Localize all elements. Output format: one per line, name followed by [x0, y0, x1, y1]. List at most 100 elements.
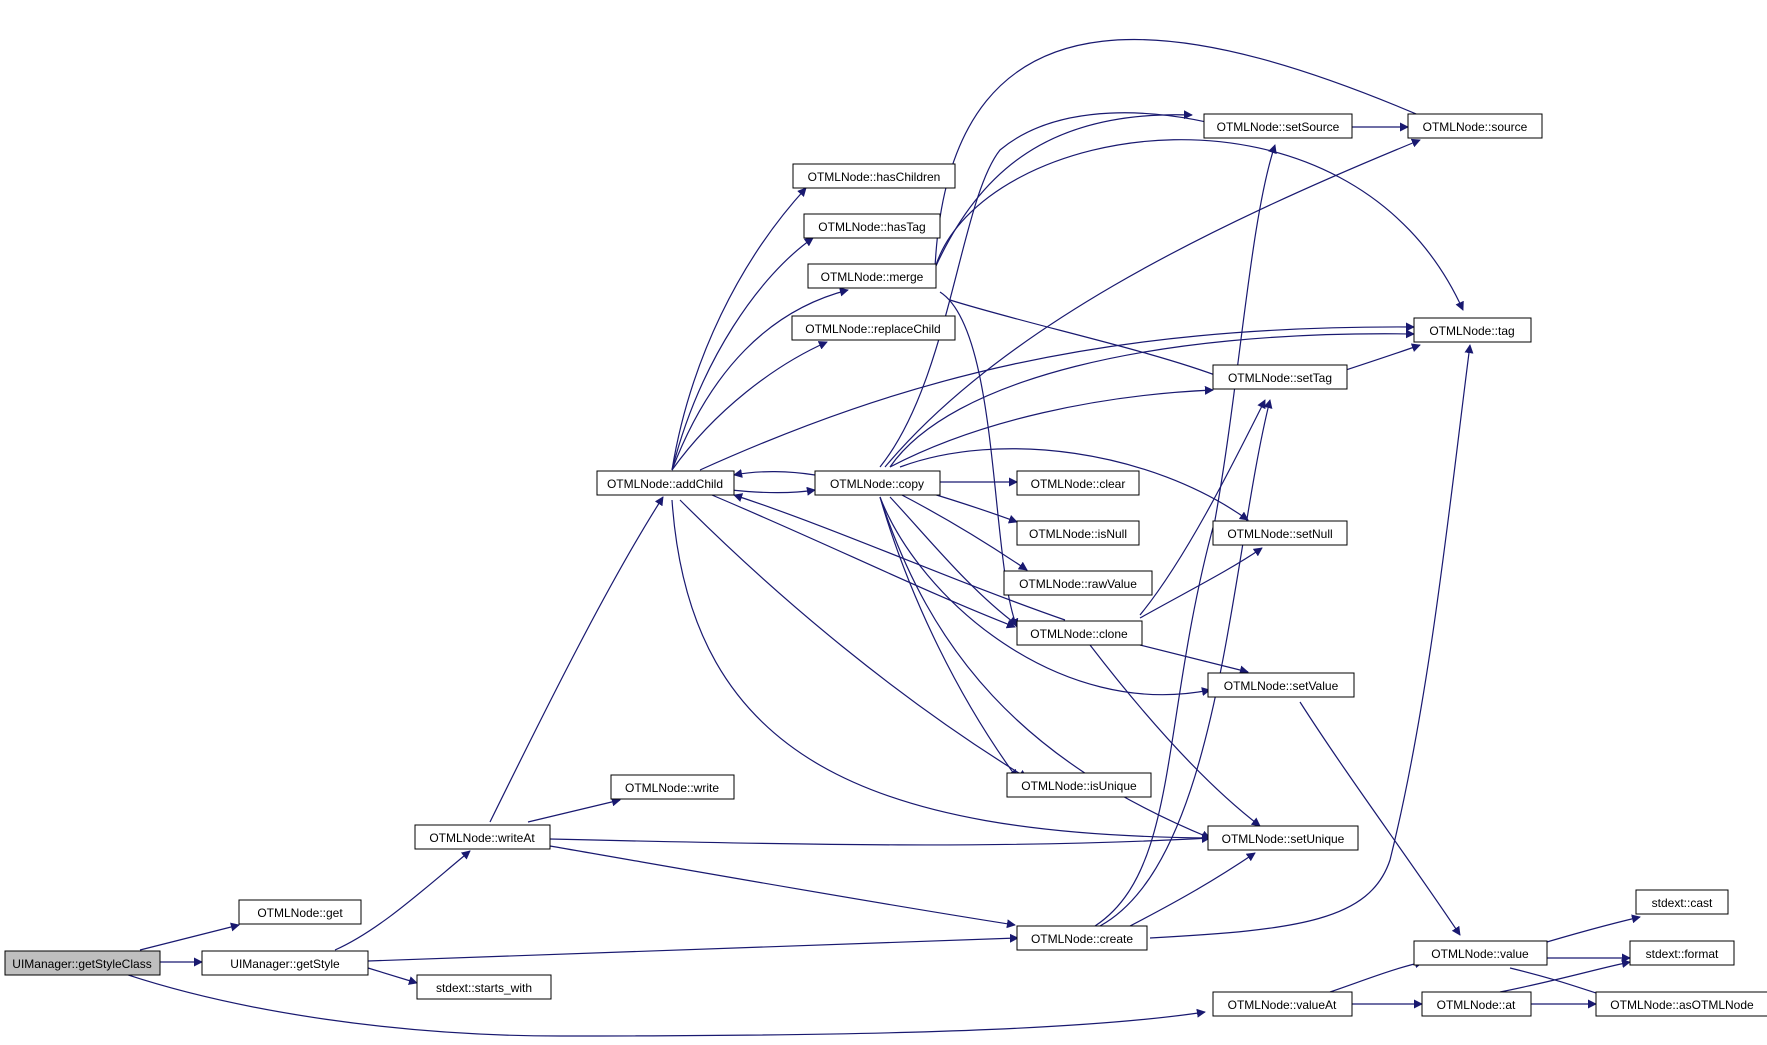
edge-clone-setTag — [1139, 399, 1266, 616]
svg-text:OTMLNode::writeAt: OTMLNode::writeAt — [429, 831, 535, 845]
svg-text:OTMLNode::asOTMLNode: OTMLNode::asOTMLNode — [1610, 998, 1754, 1012]
node-valueAt[interactable]: OTMLNode::valueAt — [1212, 991, 1353, 1017]
svg-text:OTMLNode::hasChildren: OTMLNode::hasChildren — [808, 170, 941, 184]
node-copy[interactable]: OTMLNode::copy — [814, 470, 941, 496]
edge-writeAt-write — [527, 797, 621, 823]
svg-text:OTMLNode::isNull: OTMLNode::isNull — [1029, 527, 1127, 541]
edge-copy-isUnique — [879, 496, 1018, 779]
svg-text:OTMLNode::addChild: OTMLNode::addChild — [607, 477, 723, 491]
svg-text:OTMLNode::clone: OTMLNode::clone — [1030, 627, 1128, 641]
node-isUnique[interactable]: OTMLNode::isUnique — [1006, 772, 1152, 798]
svg-text:OTMLNode::setValue: OTMLNode::setValue — [1224, 679, 1339, 693]
edge-create-setTag — [1099, 399, 1273, 927]
node-getStyle[interactable]: UIManager::getStyle — [201, 950, 369, 976]
svg-text:OTMLNode::valueAt: OTMLNode::valueAt — [1228, 998, 1337, 1012]
node-get[interactable]: OTMLNode::get — [238, 899, 362, 925]
node-setValue[interactable]: OTMLNode::setValue — [1207, 672, 1355, 698]
svg-text:OTMLNode::rawValue: OTMLNode::rawValue — [1019, 577, 1137, 591]
svg-text:OTMLNode::tag: OTMLNode::tag — [1429, 324, 1514, 338]
nodes-layer: UIManager::getStyleClass UIManager::getS… — [4, 113, 1767, 1017]
edge-addChild-copy — [730, 486, 816, 496]
edge-merge-source — [934, 38, 1436, 269]
node-isNull[interactable]: OTMLNode::isNull — [1016, 520, 1140, 546]
edge-setValue-value — [1299, 701, 1461, 936]
edge-copy-setTag — [889, 385, 1214, 468]
edge-clone-setUnique — [1089, 644, 1261, 827]
svg-text:OTMLNode::setSource: OTMLNode::setSource — [1217, 120, 1340, 134]
node-value[interactable]: OTMLNode::value — [1413, 940, 1548, 966]
node-source[interactable]: OTMLNode::source — [1407, 113, 1543, 139]
svg-text:OTMLNode::get: OTMLNode::get — [257, 906, 343, 920]
node-addChild[interactable]: OTMLNode::addChild — [596, 470, 735, 496]
svg-text:stdext::format: stdext::format — [1646, 947, 1719, 961]
edge-addChild-hasTag — [671, 237, 814, 471]
svg-text:stdext::starts_with: stdext::starts_with — [436, 981, 532, 995]
edge-writeAt-create — [549, 845, 1016, 929]
node-setUnique[interactable]: OTMLNode::setUnique — [1207, 825, 1359, 851]
edge-copy-setNull — [899, 448, 1249, 521]
node-format[interactable]: stdext::format — [1629, 940, 1735, 966]
edge-copy-tag — [889, 329, 1415, 468]
svg-text:OTMLNode::setNull: OTMLNode::setNull — [1227, 527, 1332, 541]
edges-layer — [124, 38, 1641, 1037]
edge-clone-addChild — [733, 493, 1066, 621]
edge-addChild-clone — [699, 489, 1016, 629]
node-setTag[interactable]: OTMLNode::setTag — [1212, 364, 1348, 390]
edge-copy-rawValue — [899, 493, 1028, 571]
edge-writeAt-addChild — [489, 496, 664, 823]
edge-addChild-setUnique — [671, 499, 1211, 843]
edge-getStyle-create — [367, 933, 1019, 962]
edge-addChild-merge — [671, 287, 849, 471]
edge-addChild-isUnique — [679, 499, 1028, 779]
node-setNull[interactable]: OTMLNode::setNull — [1212, 520, 1348, 546]
svg-text:OTMLNode::hasTag: OTMLNode::hasTag — [818, 220, 925, 234]
edge-writeAt-setUnique — [549, 833, 1211, 846]
svg-text:OTMLNode::source: OTMLNode::source — [1423, 120, 1528, 134]
node-rawValue[interactable]: OTMLNode::rawValue — [1003, 570, 1153, 596]
edge-merge-setSource — [934, 110, 1193, 269]
edge-at-format — [1499, 959, 1631, 993]
node-cast[interactable]: stdext::cast — [1635, 889, 1729, 915]
node-clone[interactable]: OTMLNode::clone — [1016, 620, 1143, 646]
edge-clone-setNull — [1139, 547, 1263, 619]
edge-getStyleClass-get — [139, 922, 240, 951]
svg-text:OTMLNode::clear: OTMLNode::clear — [1031, 477, 1126, 491]
edge-setTag-tag — [1339, 343, 1421, 373]
svg-text:UIManager::getStyle: UIManager::getStyle — [230, 957, 340, 971]
edge-addChild-replaceChild — [671, 341, 828, 471]
node-at[interactable]: OTMLNode::at — [1421, 991, 1532, 1017]
node-writeAt[interactable]: OTMLNode::writeAt — [414, 824, 551, 850]
node-merge[interactable]: OTMLNode::merge — [807, 263, 937, 289]
node-create[interactable]: OTMLNode::create — [1016, 925, 1148, 951]
edge-copy-clone — [889, 496, 1018, 626]
node-hasTag[interactable]: OTMLNode::hasTag — [803, 213, 941, 239]
node-getStyleClass[interactable]: UIManager::getStyleClass — [4, 950, 161, 976]
svg-text:OTMLNode::replaceChild: OTMLNode::replaceChild — [805, 322, 940, 336]
node-setSource[interactable]: OTMLNode::setSource — [1203, 113, 1353, 139]
svg-text:OTMLNode::setUnique: OTMLNode::setUnique — [1222, 832, 1345, 846]
svg-text:OTMLNode::at: OTMLNode::at — [1437, 998, 1516, 1012]
svg-text:UIManager::getStyleClass: UIManager::getStyleClass — [12, 957, 151, 971]
edge-copy-source — [884, 138, 1421, 468]
node-write[interactable]: OTMLNode::write — [610, 774, 735, 800]
node-hasChildren[interactable]: OTMLNode::hasChildren — [792, 163, 956, 189]
edge-create-tag — [1149, 344, 1474, 939]
svg-text:OTMLNode::merge: OTMLNode::merge — [821, 270, 924, 284]
edge-getStyle-writeAt — [334, 850, 471, 951]
node-tag[interactable]: OTMLNode::tag — [1413, 317, 1532, 343]
svg-text:OTMLNode::value: OTMLNode::value — [1431, 947, 1529, 961]
node-starts_with[interactable]: stdext::starts_with — [416, 974, 552, 1000]
edge-getStyleClass-valueAt — [124, 973, 1206, 1037]
node-clear[interactable]: OTMLNode::clear — [1016, 470, 1140, 496]
edge-getStyle-starts_with — [367, 967, 418, 985]
svg-text:stdext::cast: stdext::cast — [1652, 896, 1713, 910]
node-replaceChild[interactable]: OTMLNode::replaceChild — [791, 315, 956, 341]
edge-copy-setValue — [879, 496, 1211, 696]
edge-merge-tag — [934, 139, 1464, 311]
edge-copy-addChild — [733, 469, 816, 478]
edge-clone-setValue — [1139, 644, 1249, 675]
edge-addChild-tag — [699, 322, 1415, 471]
edge-copy-setUnique — [879, 496, 1211, 840]
node-asOTMLNode[interactable]: OTMLNode::asOTMLNode — [1595, 991, 1767, 1017]
